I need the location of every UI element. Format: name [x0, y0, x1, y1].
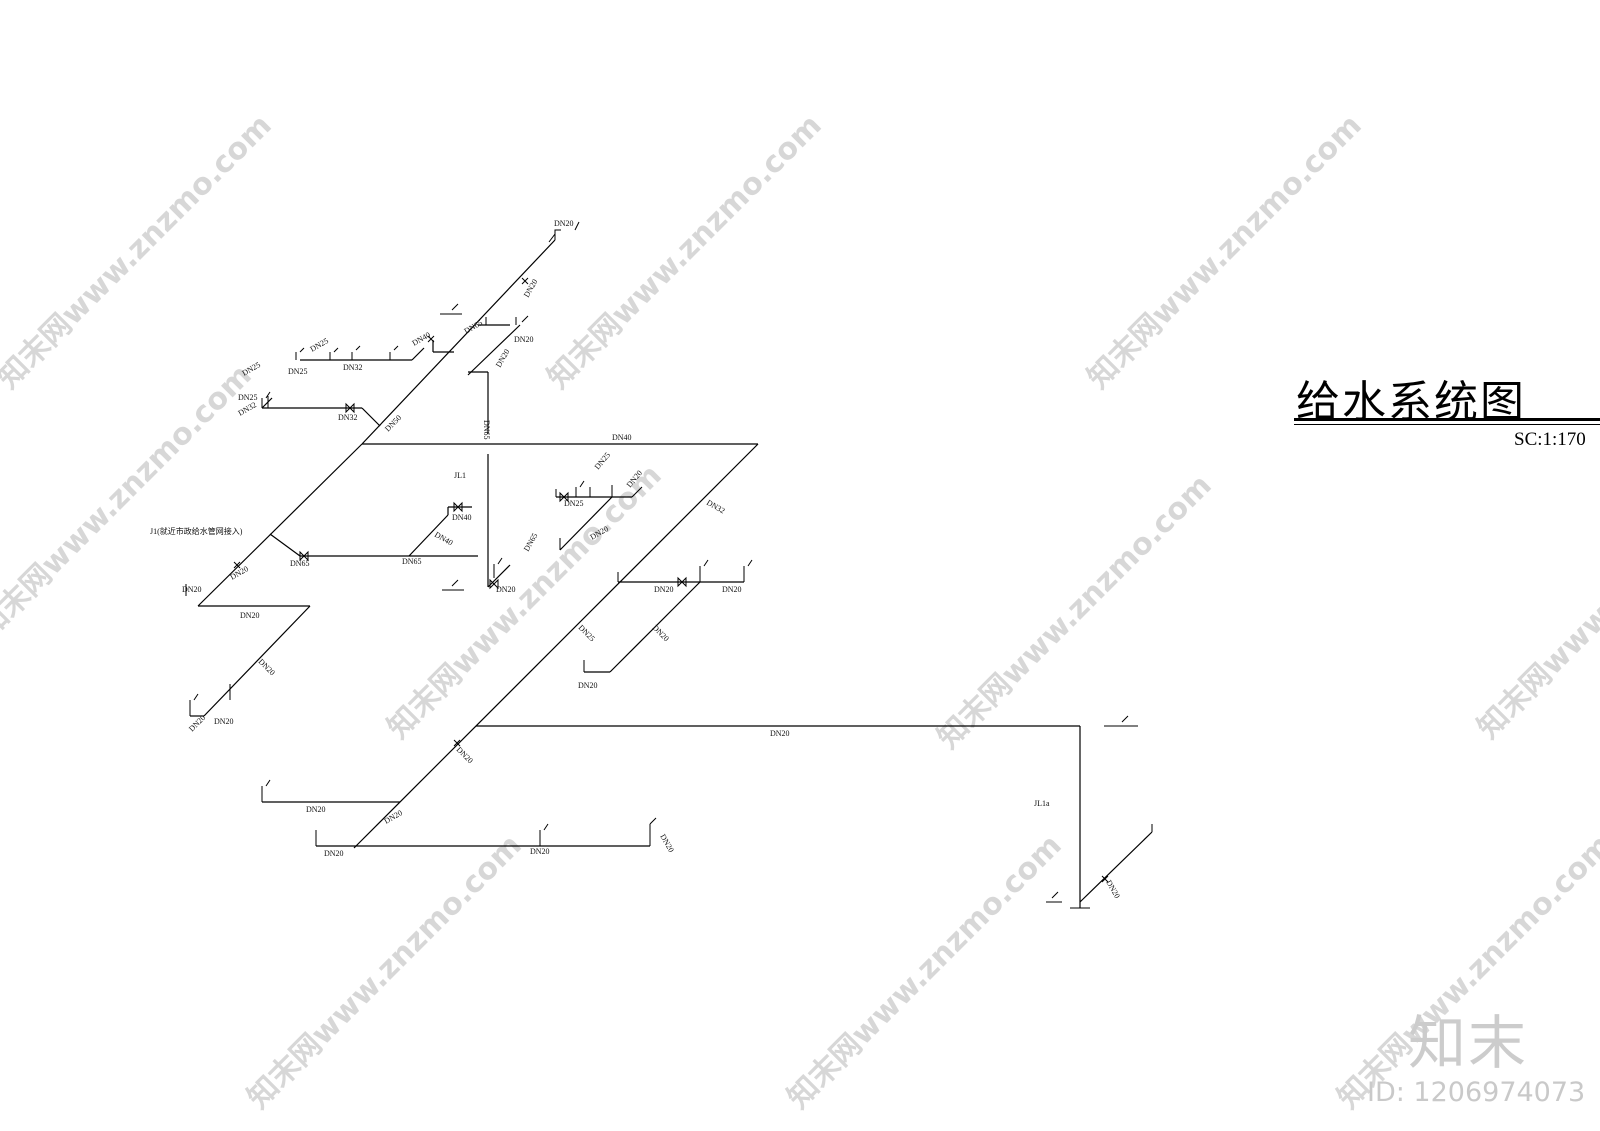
- pipe-label: DN20: [257, 657, 277, 677]
- watermark-text: 知末网www.znzmo.com: [931, 468, 1219, 756]
- valve-icon: [1101, 875, 1109, 883]
- leader-line: [269, 533, 301, 557]
- pipe-label: DN20: [651, 623, 671, 643]
- pipe-label: DN20: [496, 585, 516, 594]
- watermark-text: 知末网www.znzmo.com: [0, 108, 279, 396]
- pipe-main-lower: [197, 443, 363, 607]
- pipe-label: DN25: [564, 499, 584, 508]
- title-underline-thin: [1294, 424, 1600, 425]
- pipe-dn40: [411, 347, 425, 361]
- faucet-icon: [185, 584, 657, 846]
- faucet-icon: [555, 480, 643, 498]
- pipe-label: DN25: [288, 367, 308, 376]
- pipe-label: DN25: [577, 623, 597, 643]
- valve-icon: [559, 491, 569, 503]
- pipe-label: DN65: [290, 559, 310, 568]
- pipe-dn20: [609, 581, 701, 673]
- faucet-icon: [440, 303, 503, 591]
- pipe-label: DN65: [463, 318, 484, 336]
- drawing-scale: SC:1:170: [1514, 429, 1586, 450]
- pipe-label: DN65: [482, 420, 491, 440]
- pipe-main-upper: [361, 239, 556, 445]
- watermark-text: 知末网www.znzmo.com: [241, 828, 529, 1116]
- watermark-id: ID: 1206974073: [1367, 1077, 1586, 1108]
- pipe-label: DN32: [338, 413, 358, 422]
- pipe-label: DN40: [433, 530, 454, 548]
- pipe-label: DN32: [237, 400, 258, 418]
- watermark-text: 知末网www.znzmo.com: [381, 458, 669, 746]
- pipe-network: [190, 239, 1153, 908]
- pipe-label: DN65: [522, 532, 540, 553]
- pipe-label: DN40: [411, 330, 432, 348]
- valve-icon: [299, 550, 309, 562]
- valve-icon: [521, 277, 529, 285]
- pipe-label: DN32: [343, 363, 363, 372]
- valve-icon: [345, 402, 355, 414]
- pipe-label: DN20: [770, 729, 790, 738]
- pipe-label: DN20: [383, 808, 404, 826]
- pipe-label: DN20: [530, 847, 550, 856]
- pipe-label: DN20: [514, 335, 534, 344]
- pipe-label: DN20: [214, 717, 234, 726]
- watermark-text: 知末网www.znzmo.com: [781, 828, 1069, 1116]
- pipe-label: DN25: [238, 393, 258, 402]
- pipe-dn20: [467, 324, 521, 376]
- pipe-label: DN20: [654, 585, 674, 594]
- valve-icon: [233, 561, 241, 569]
- pipe-label: DN20: [554, 219, 574, 228]
- faucet-icon: [189, 660, 585, 716]
- pipe-label: DN20: [494, 348, 512, 369]
- inlet-source-label: J1(就近市政给水管网接入): [150, 526, 243, 536]
- pipe-label: DN65: [402, 557, 422, 566]
- pipe-dn50: [361, 407, 381, 427]
- pipe-dn20: [559, 496, 613, 551]
- pipe-label: DN40: [452, 513, 472, 522]
- watermark-text: 知末网www.znzmo.com: [1471, 458, 1600, 746]
- watermark-text: 知末网www.znzmo.com: [541, 108, 829, 396]
- pipe-label: DN20: [455, 745, 475, 765]
- faucet-icon: [295, 345, 399, 360]
- valve-symbols: [233, 277, 1109, 883]
- pipe-label: DN25: [241, 360, 262, 378]
- title-underline: [1294, 418, 1600, 421]
- pipe-label: DN32: [705, 498, 726, 516]
- pipe-dn65: [487, 564, 511, 588]
- pipe-label: DN25: [593, 451, 612, 472]
- faucet-icon: [485, 315, 529, 325]
- faucet-icon: [1046, 715, 1153, 909]
- pipe-label: DN20: [182, 585, 202, 594]
- riser-label-jl1: JL1: [454, 471, 466, 480]
- pipe-dn25: [261, 397, 273, 409]
- pipe-label: DN20: [306, 805, 326, 814]
- pipe-label: DN50: [383, 413, 403, 433]
- pipe-label: DN20: [578, 681, 598, 690]
- valve-icon: [677, 576, 687, 588]
- pipe-label: DN20: [1104, 879, 1122, 900]
- watermark-text: 知末网www.znzmo.com: [0, 358, 259, 646]
- watermark-text: 知末网www.znzmo.com: [1081, 108, 1369, 396]
- valve-icon: [427, 335, 435, 343]
- pipe-label: DN40: [612, 433, 632, 442]
- valve-icon: [453, 501, 463, 513]
- valve-icon: [453, 739, 461, 747]
- valve-icon: [489, 578, 499, 590]
- pipe-label: DN20: [324, 849, 344, 858]
- watermark-logo: 知末: [1408, 1009, 1529, 1077]
- pipe-dn32-diagonal: [353, 443, 759, 849]
- pipe-label: DN20: [229, 564, 250, 582]
- riser-label-jl1a: JL1a: [1034, 799, 1050, 808]
- pipe-label: DN20: [240, 611, 260, 620]
- faucet-icon: [559, 538, 753, 582]
- pipe-dn20: [203, 605, 311, 717]
- pipe-label: DN20: [658, 833, 676, 854]
- pipe-dn40: [408, 514, 449, 557]
- fixture-symbols: [185, 221, 1153, 909]
- pipe-dn20: [1079, 831, 1153, 903]
- pipe-label: DN20: [722, 585, 742, 594]
- faucet-icon: [261, 391, 271, 408]
- pipe-label: DN25: [309, 336, 330, 354]
- faucet-icon: [548, 221, 580, 243]
